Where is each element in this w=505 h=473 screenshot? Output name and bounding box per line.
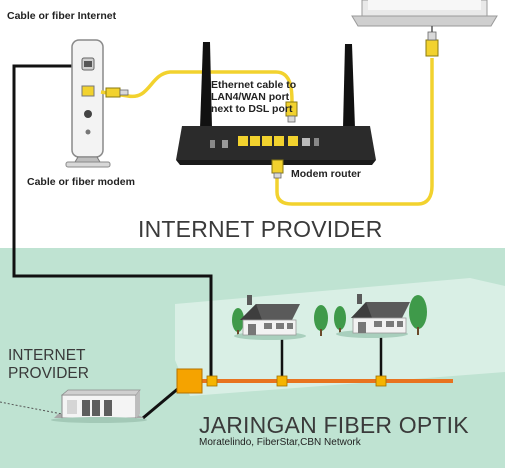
ethernet-plug-router-bottom [271,159,284,179]
building-icon [51,389,147,423]
ethernet-cable-modem [100,70,294,103]
internet-provider-side-label: INTERNET PROVIDER [8,347,89,382]
tree-icon [232,308,244,336]
house-icon [336,294,410,338]
antenna-right [343,44,355,128]
ethernet-cable-laptop [275,58,434,206]
cable-fiber-internet-label: Cable or fiber Internet [7,10,117,22]
house-icon [234,295,306,340]
ethernet-cable-note: Ethernet cable to LAN4/WAN port next to … [211,79,297,115]
ethernet-plug-laptop [425,31,439,57]
fiber-network-title: JARINGAN FIBER OPTIK [199,412,469,438]
modem-icon [65,39,111,168]
fiber-node [375,375,387,387]
modem-router-label: Modem router [291,168,362,180]
ethernet-plug-router-top [285,101,298,123]
router-icon [176,126,376,165]
fiber-hub [176,368,203,394]
fiber-network-subtitle: Moratelindo, FiberStar,CBN Network [199,437,361,448]
internet-provider-heading: INTERNET PROVIDER [138,216,383,242]
tree-icon [409,295,427,335]
tree-icon [314,305,328,336]
fiber-node [206,375,218,387]
fiber-node [276,375,288,387]
dotted-feed [0,401,63,415]
coax-cable [12,64,213,382]
cable-fiber-modem-label: Cable or fiber modem [27,176,135,188]
antenna-left [200,42,212,128]
ethernet-plug-modem [105,87,129,98]
tree-icon [334,306,346,335]
laptop-icon [351,0,498,27]
